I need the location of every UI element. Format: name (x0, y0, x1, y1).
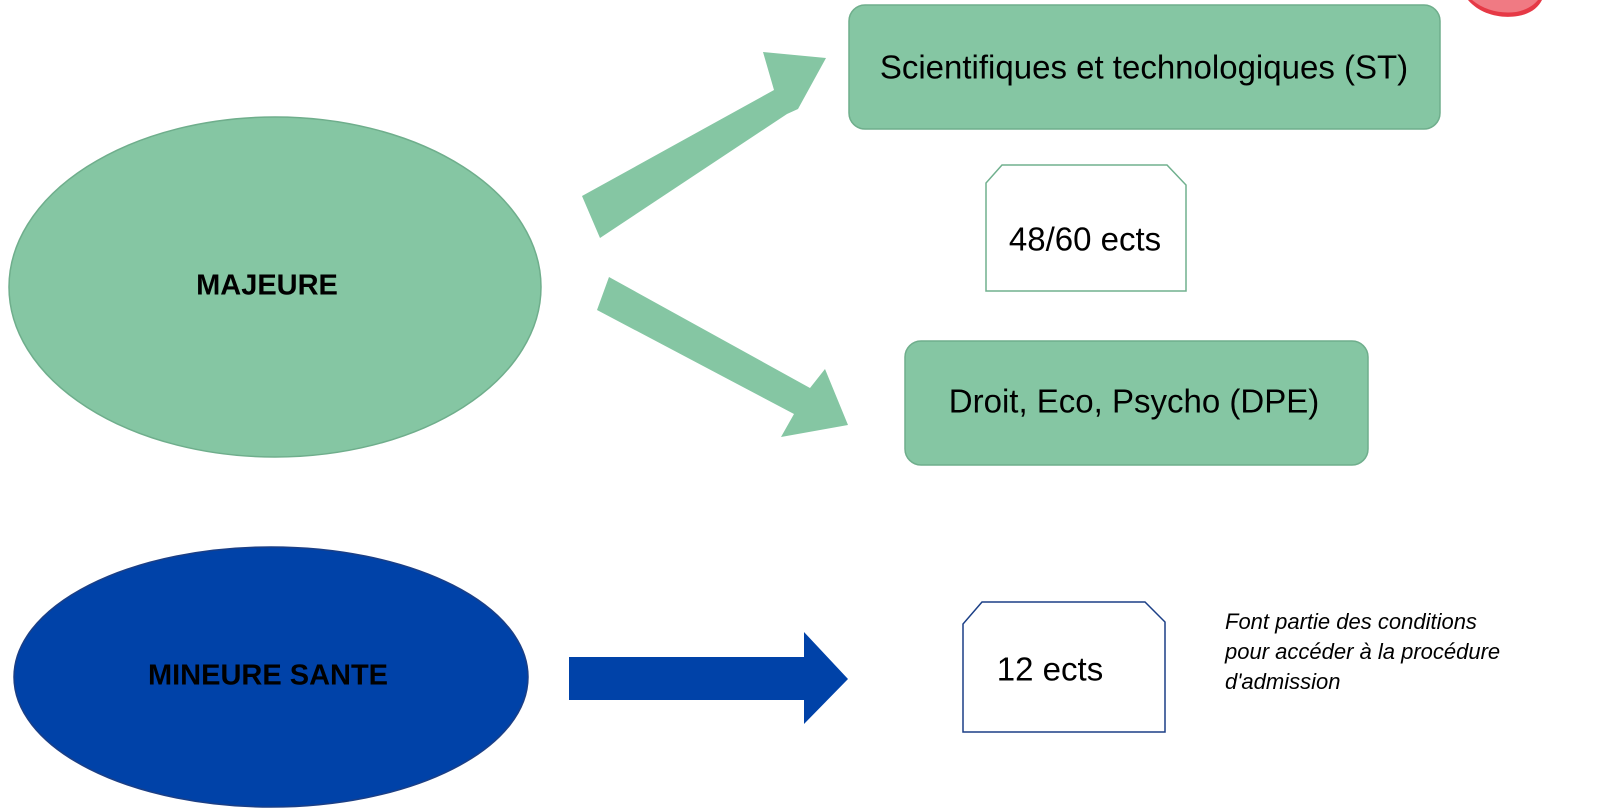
ects-majeure-node: 48/60 ects (985, 164, 1187, 292)
majeure-label: MAJEURE (196, 270, 338, 302)
mineure-label: MINEURE SANTE (148, 660, 388, 692)
ects-mineure-node: 12 ects (962, 601, 1166, 733)
dpe-label: Droit, Eco, Psycho (DPE) (949, 383, 1319, 420)
st-node: Scientifiques et technologiques (ST) (848, 4, 1441, 130)
note-line-1: Font partie des conditions (1225, 609, 1477, 634)
stamp-badge-icon (1468, 0, 1542, 17)
ects-mineure-label: 12 ects (997, 651, 1103, 688)
majeure-oval (8, 116, 542, 458)
arrow-to-dpe (597, 277, 848, 437)
admission-note: Font partie des conditions pour accéder … (1224, 609, 1500, 694)
st-label: Scientifiques et technologiques (ST) (880, 49, 1408, 86)
arrow-to-st (582, 52, 826, 238)
majeure-node: MAJEURE (8, 116, 542, 458)
st-box (848, 4, 1441, 130)
arrow-to-mineure-ects (569, 632, 848, 724)
mineure-node: MINEURE SANTE (13, 546, 529, 808)
note-line-3: d'admission (1225, 669, 1340, 694)
dpe-node: Droit, Eco, Psycho (DPE) (904, 340, 1369, 466)
mineure-oval (13, 546, 529, 808)
ects-majeure-label: 48/60 ects (1009, 221, 1161, 258)
ects-majeure-box (985, 164, 1187, 292)
note-line-2: pour accéder à la procédure (1224, 639, 1500, 664)
ects-mineure-box (962, 601, 1166, 733)
dpe-box (904, 340, 1369, 466)
